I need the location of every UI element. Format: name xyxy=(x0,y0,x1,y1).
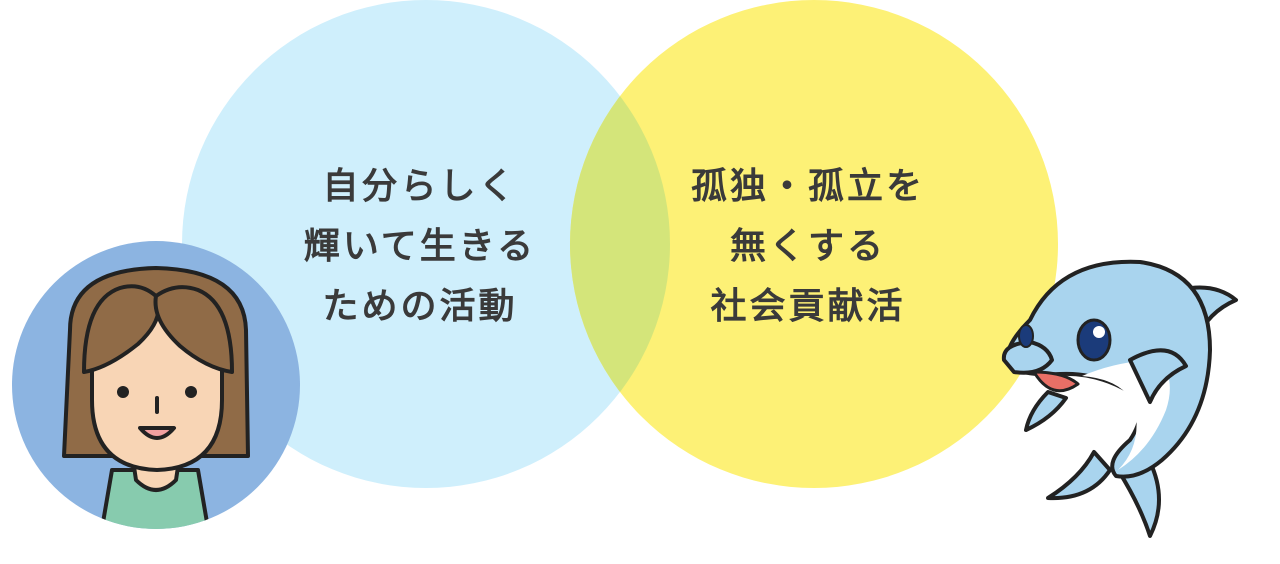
left-circle-line-2: 輝いて生きる xyxy=(304,226,536,267)
left-circle xyxy=(182,0,670,488)
dolphin-mascot-icon xyxy=(1001,259,1238,538)
left-circle-line-1: 自分らしく xyxy=(322,166,517,207)
left-circle-line-3: ための活動 xyxy=(322,286,517,327)
right-circle-line-2: 無くする xyxy=(730,226,886,267)
right-circle-line-3: 社会貢献活 xyxy=(710,286,905,327)
right-circle xyxy=(570,0,1058,488)
right-circle-line-1: 孤独・孤立を xyxy=(691,166,925,207)
woman-avatar-icon xyxy=(12,241,300,529)
